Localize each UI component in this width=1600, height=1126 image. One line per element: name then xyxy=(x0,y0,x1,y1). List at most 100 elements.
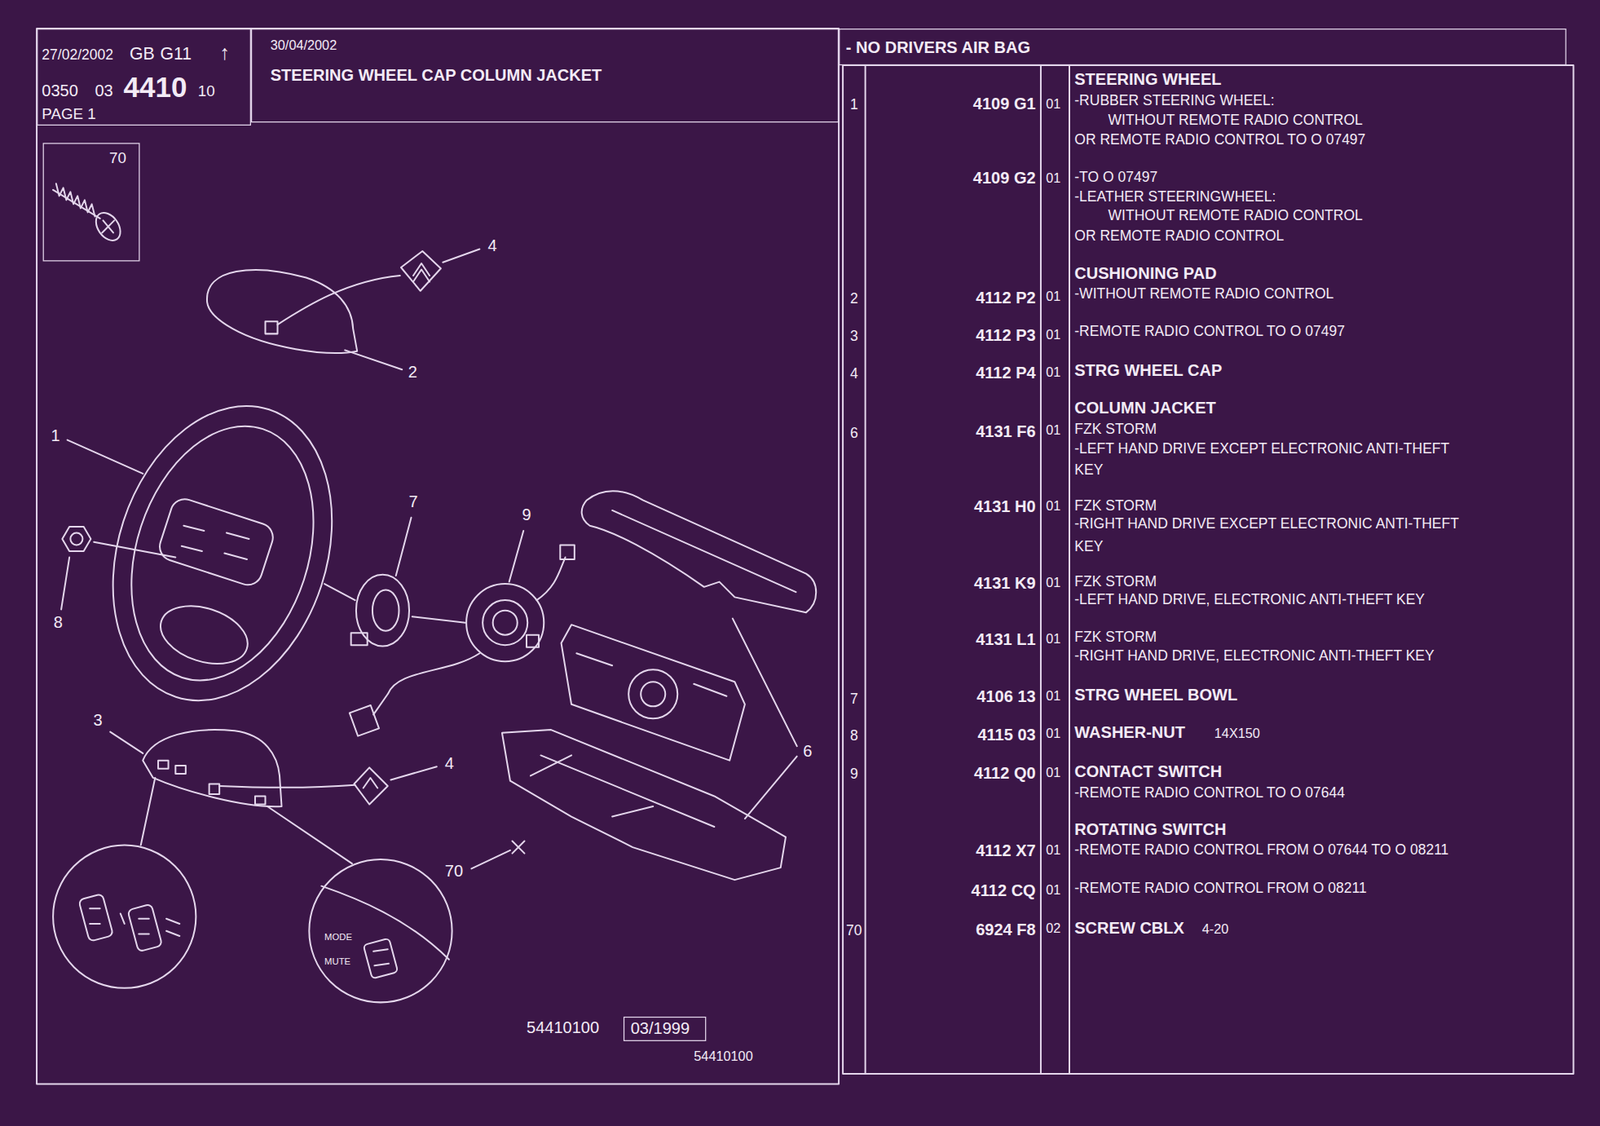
assembly-axis xyxy=(93,542,176,558)
description: -REMOTE RADIO CONTROL TO O 07644 xyxy=(1074,783,1345,801)
ref-number: 2 xyxy=(850,289,859,307)
pad-button xyxy=(209,783,221,794)
header-text: 70 xyxy=(109,149,127,168)
description: -WITHOUT REMOTE RADIO CONTROL xyxy=(1074,284,1334,302)
detail-circle xyxy=(308,859,452,1002)
washer-nut xyxy=(61,526,91,551)
part-number: 4112 X7 xyxy=(975,841,1036,861)
description: FZK STORM xyxy=(1074,628,1157,646)
description: -LEATHER STEERINGWHEEL: xyxy=(1074,187,1276,205)
part-number: 4106 13 xyxy=(976,687,1036,707)
section-heading: STEERING WHEEL xyxy=(1074,70,1221,90)
figure-code: 54410100 xyxy=(526,1018,600,1038)
callout-number: 8 xyxy=(53,612,63,633)
description: OR REMOTE RADIO CONTROL xyxy=(1074,227,1284,245)
ref-number: 7 xyxy=(850,689,859,707)
leader-line xyxy=(396,517,412,576)
jacket-detail xyxy=(530,754,715,827)
part-number: 4112 P3 xyxy=(975,326,1036,346)
assembly-axis xyxy=(412,616,466,623)
detail-circle xyxy=(52,845,196,988)
callout-number: 7 xyxy=(408,492,418,512)
wheel-hub xyxy=(155,495,277,589)
quantity-code: 01 xyxy=(1045,687,1061,705)
wheel-cap xyxy=(353,766,388,804)
section-heading: COLUMN JACKET xyxy=(1074,398,1217,419)
pad-button xyxy=(255,795,266,804)
description: -REMOTE RADIO CONTROL FROM O 07644 TO O … xyxy=(1074,840,1449,858)
part-number: 4112 P4 xyxy=(975,363,1036,384)
part-number: 4115 03 xyxy=(977,724,1036,745)
header-text: GB xyxy=(129,44,155,66)
callout-number: 4 xyxy=(445,753,454,773)
part-number: 4109 G2 xyxy=(973,168,1036,189)
section-heading: STRG WHEEL BOWL xyxy=(1074,685,1238,706)
header-band: - NO DRIVERS AIR BAG xyxy=(838,28,1567,66)
part-number: 4112 Q0 xyxy=(974,763,1036,784)
bowl-tab xyxy=(351,632,368,645)
header-text: 03 xyxy=(94,80,113,101)
table-column-rule xyxy=(864,65,867,1074)
ref-number: 6 xyxy=(850,423,859,441)
quantity-code: 01 xyxy=(1045,423,1061,440)
quantity-code: 01 xyxy=(1045,841,1061,859)
leader-line xyxy=(744,756,798,819)
quantity-code: 01 xyxy=(1045,170,1061,187)
switch-detail xyxy=(576,652,727,697)
pad-edge xyxy=(321,885,449,960)
pad-wire xyxy=(277,275,401,325)
callout-number: 3 xyxy=(93,710,103,731)
date-box: 03/1999 xyxy=(623,1016,706,1041)
part-number: 6924 F8 xyxy=(975,919,1036,939)
assembly-axis xyxy=(324,583,356,600)
pad-button xyxy=(158,760,169,769)
part-number: 4131 K9 xyxy=(974,573,1036,594)
lock-bore xyxy=(640,681,666,706)
part-number: 4131 L1 xyxy=(975,630,1036,650)
ref-number: 3 xyxy=(850,326,859,344)
inset-text: MODE xyxy=(324,930,353,943)
detail-button xyxy=(363,938,398,979)
callout-number: 2 xyxy=(408,362,418,383)
description: OR REMOTE RADIO CONTROL TO O 07497 xyxy=(1074,130,1366,148)
contact-switch xyxy=(466,583,544,662)
wheel-opening xyxy=(153,595,256,675)
quantity-code: 01 xyxy=(1045,289,1061,306)
header-text: G11 xyxy=(160,44,193,66)
part-number: 4109 G1 xyxy=(973,94,1036,115)
pad-wire xyxy=(219,784,356,788)
description: 4-20 xyxy=(1202,921,1230,939)
description: -LEFT HAND DRIVE EXCEPT ELECTRONIC ANTI-… xyxy=(1074,439,1450,457)
description: FZK STORM xyxy=(1074,572,1157,590)
switch-connector xyxy=(349,705,380,737)
table-column-rule xyxy=(1040,65,1042,1074)
section-heading: ROTATING SWITCH xyxy=(1074,819,1226,840)
title-box: 30/04/2002STEERING WHEEL CAP COLUMN JACK… xyxy=(251,28,839,123)
left-panel-frame xyxy=(36,28,839,1084)
button-symbol xyxy=(89,907,180,936)
header-text: PAGE 1 xyxy=(41,105,96,124)
quantity-code: 01 xyxy=(1045,364,1061,381)
callout-number: 4 xyxy=(487,236,497,256)
description: -RUBBER STEERING WHEEL: xyxy=(1074,91,1274,109)
quantity-code: 02 xyxy=(1045,920,1061,937)
header-text: 4410 xyxy=(123,70,187,106)
quantity-code: 01 xyxy=(1045,96,1061,113)
screw-head xyxy=(91,207,126,245)
section-heading: STRG WHEEL CAP xyxy=(1074,360,1222,380)
switch-cable xyxy=(537,557,566,601)
switch-cable xyxy=(373,652,480,715)
steering-wheel-inner xyxy=(100,402,344,705)
section-heading: CONTACT SWITCH xyxy=(1074,761,1222,781)
upper-column-jacket xyxy=(581,490,817,613)
ref-number: 1 xyxy=(850,95,859,113)
leader-line xyxy=(344,349,402,370)
contact-switch-ring xyxy=(482,599,528,645)
leader-line xyxy=(732,618,798,746)
jacket-edge xyxy=(612,510,796,592)
switch-assembly xyxy=(561,624,745,761)
description: KEY xyxy=(1074,460,1103,478)
header-text: - NO DRIVERS AIR BAG xyxy=(846,38,1031,58)
leader-line xyxy=(471,850,511,869)
quantity-code: 01 xyxy=(1045,498,1061,515)
